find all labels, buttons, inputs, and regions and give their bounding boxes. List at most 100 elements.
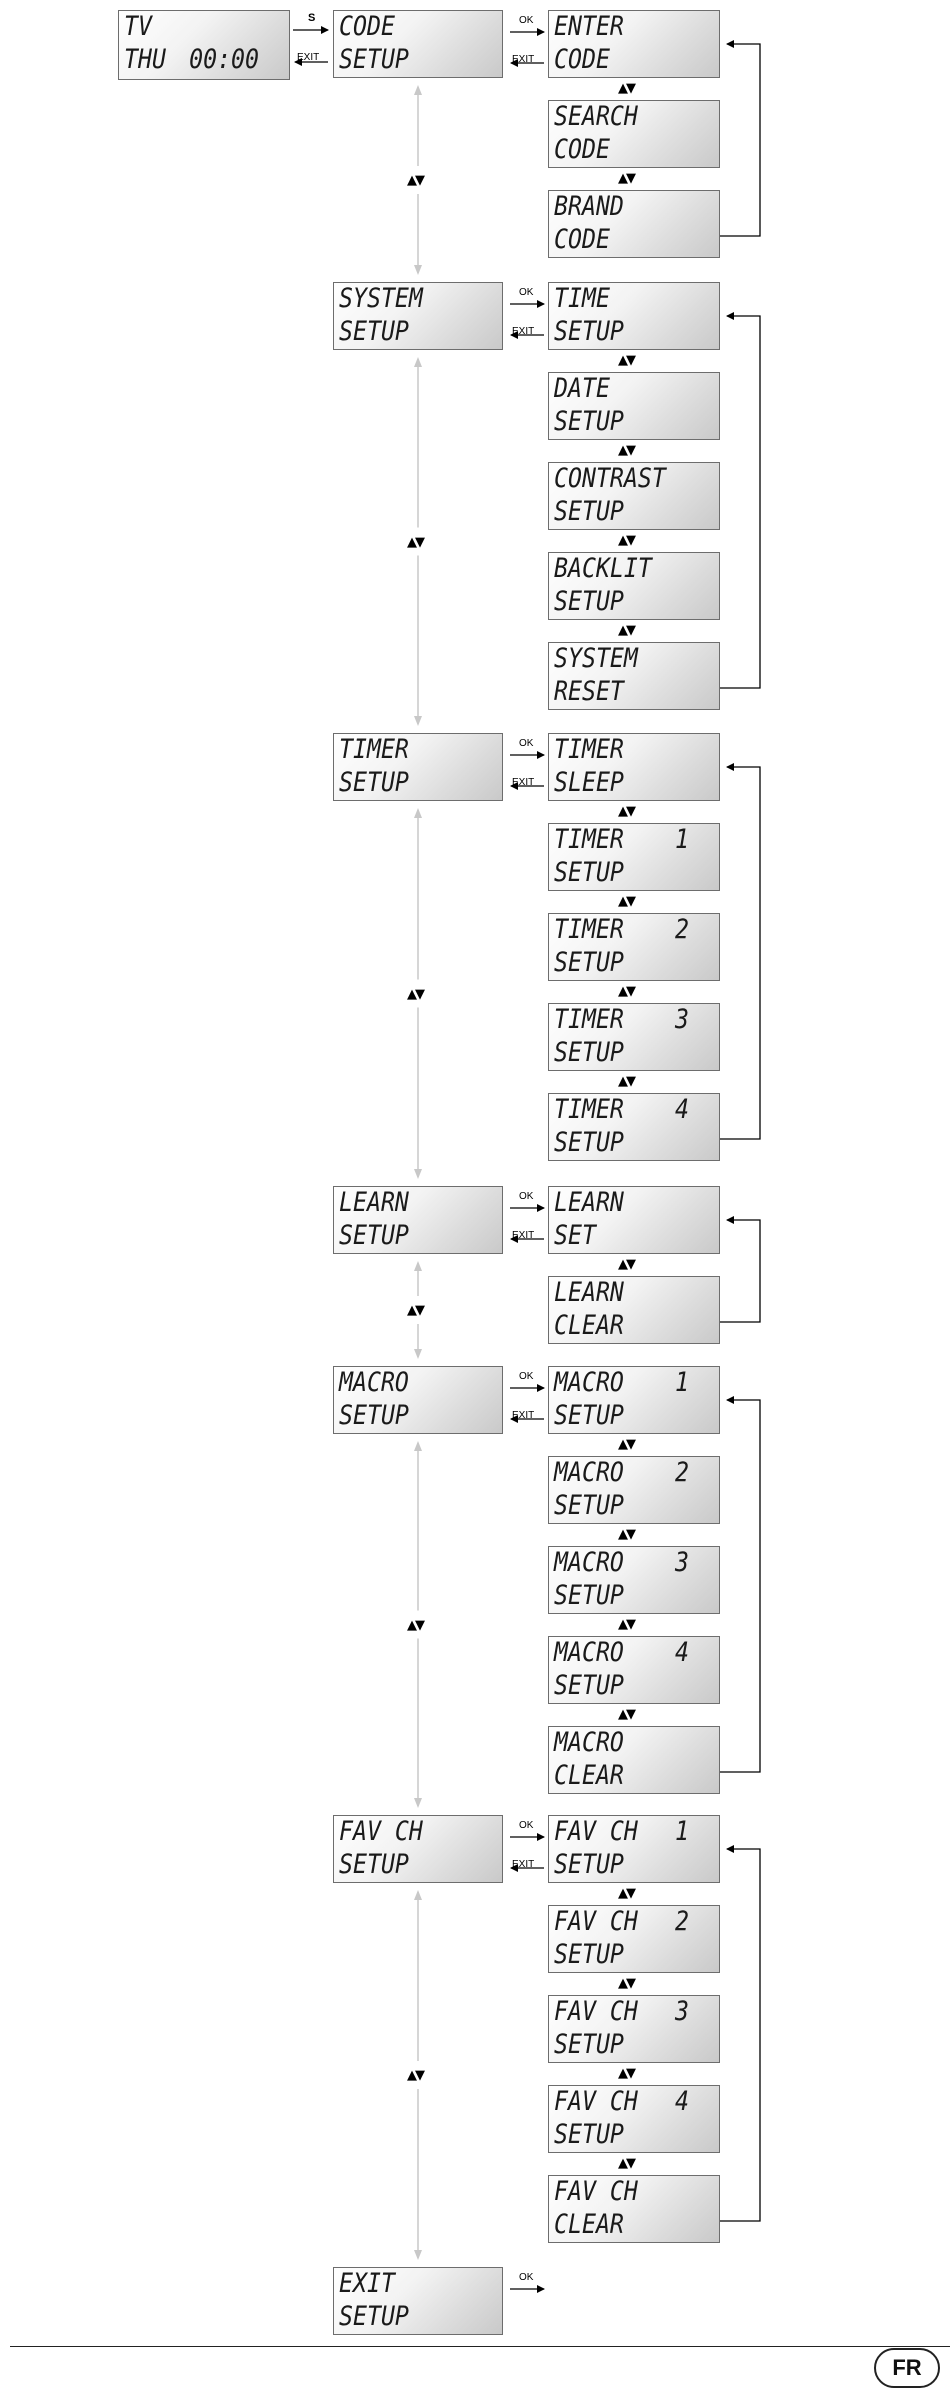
menu-macro-setup-item-4-line2: SETUP [554,1670,624,1701]
menu-macro-setup-item-2-number: 2 [675,1457,690,1488]
menu-macro-setup-item-1-line1: MACRO [554,1367,624,1398]
menu-timer-setup-item-2-line1: TIMER [554,824,624,855]
menu-code-setup-item-1-line1: ENTER [554,11,624,42]
menu-system-setup-item-3-line1: CONTRAST [554,463,666,494]
menu-macro-setup-item-4-line1: MACRO [554,1637,624,1668]
menu-fav-ch-setup-item-4-number: 4 [675,2086,690,2117]
menu-macro-setup-item-2-line2: SETUP [554,1490,624,1521]
menu-fav-ch-setup-item-2-number: 2 [675,1906,690,1937]
menu-timer-setup-item-2-number: 1 [675,824,690,855]
menu-system-setup-item-3-line2: SETUP [554,496,624,527]
menu-macro-setup-item-4-number: 4 [675,1637,690,1668]
menu-fav-ch-setup-item-3-line2: SETUP [554,2029,624,2060]
menu-macro-setup-line1: MACRO [339,1367,409,1398]
menu-timer-setup-item-2-updown-icon: ▲▼ [618,894,636,909]
menu-learn-setup-line2: SETUP [339,1220,409,1251]
menu-system-setup-item-2-line1: DATE [554,373,610,404]
menu-macro-setup-item-4-updown-icon: ▲▼ [618,1707,636,1722]
menu-learn-setup-item-1-line1: LEARN [554,1187,624,1218]
menu-code-setup-ok-label: OK [519,15,534,26]
menu-timer-setup-item-3-updown-icon: ▲▼ [618,984,636,999]
menu-learn-setup-item-2-line1: LEARN [554,1277,624,1308]
menu-timer-setup-item-3-line1: TIMER [554,914,624,945]
menu-macro-setup-ok-label: OK [519,1371,534,1382]
menu-fav-ch-setup-item-2-line2: SETUP [554,1939,624,1970]
home-line1: TV [124,11,152,42]
menu-exit-setup-ok-label: OK [519,2272,534,2283]
menu-fav-ch-setup-item-1-number: 1 [675,1816,690,1847]
menu-fav-ch-setup-loop-connector [720,1845,761,2222]
menu-learn-setup-exit-label: EXIT [512,1230,535,1241]
menu-fav-ch-setup-item-3-updown-icon: ▲▼ [618,2066,636,2081]
menu-timer-setup-item-1-line1: TIMER [554,734,624,765]
menu-system-setup-item-5-line2: RESET [554,676,624,707]
set-key-label: S [308,12,316,24]
menu-code-setup-exit-label: EXIT [512,54,535,65]
menu-timer-setup-item-5-line1: TIMER [554,1094,624,1125]
menu-system-setup-item-3-updown-icon: ▲▼ [618,533,636,548]
menu-timer-setup-item-3-number: 2 [675,914,690,945]
menu-timer-setup-item-2-line2: SETUP [554,857,624,888]
menu-macro-setup-item-3-updown-icon: ▲▼ [618,1617,636,1632]
menu-fav-ch-setup-exit-label: EXIT [512,1859,535,1870]
menu-learn-setup-nav-updown-icon: ▲▼ [407,1303,425,1318]
exit-key-label: EXIT [297,52,320,63]
menu-code-setup-item-3-line1: BRAND [554,191,624,222]
menu-timer-setup-item-3-line2: SETUP [554,947,624,978]
menu-system-setup-line2: SETUP [339,316,409,347]
footer-rule [10,2346,950,2347]
menu-learn-setup-item-1-updown-icon: ▲▼ [618,1257,636,1272]
menu-macro-setup-nav-updown-icon: ▲▼ [407,1617,425,1633]
menu-fav-ch-setup-item-4-line2: SETUP [554,2119,624,2150]
menu-macro-setup-line2: SETUP [339,1400,409,1431]
menu-code-setup-item-2-line1: SEARCH [554,101,638,132]
language-badge: FR [874,2348,940,2388]
menu-fav-ch-setup-item-1-line1: FAV CH [554,1816,638,1847]
menu-learn-setup-line1: LEARN [339,1187,409,1218]
menu-timer-setup-exit-label: EXIT [512,777,535,788]
menu-timer-setup-nav-updown-icon: ▲▼ [407,986,425,1002]
menu-timer-setup-item-4-updown-icon: ▲▼ [618,1074,636,1089]
menu-system-setup-item-4-updown-icon: ▲▼ [618,623,636,638]
menu-timer-setup-item-4-line1: TIMER [554,1004,624,1035]
menu-macro-setup-loop-connector [720,1396,761,1773]
menu-fav-ch-setup-item-1-line2: SETUP [554,1849,624,1880]
menu-fav-ch-setup-item-1-updown-icon: ▲▼ [618,1886,636,1901]
menu-exit-setup-line2: SETUP [339,2301,409,2332]
menu-code-setup-item-2-updown-icon: ▲▼ [618,171,636,186]
menu-system-setup-item-5-line1: SYSTEM [554,643,638,674]
menu-system-setup-line1: SYSTEM [339,283,423,314]
home-clock: 00:00 [189,44,260,75]
menu-macro-setup-item-3-line2: SETUP [554,1580,624,1611]
menu-fav-ch-setup-item-2-line1: FAV CH [554,1906,638,1937]
menu-macro-setup-item-2-line1: MACRO [554,1457,624,1488]
menu-fav-ch-setup-item-3-line1: FAV CH [554,1996,638,2027]
menu-macro-setup-item-1-line2: SETUP [554,1400,624,1431]
menu-fav-ch-setup-line2: SETUP [339,1849,409,1880]
menu-timer-setup-item-4-number: 3 [675,1004,690,1035]
menu-timer-setup-item-5-line2: SETUP [554,1127,624,1158]
menu-timer-setup-item-1-line2: SLEEP [554,767,624,798]
menu-code-setup-line1: CODE [339,11,395,42]
menu-fav-ch-setup-item-2-updown-icon: ▲▼ [618,1976,636,1991]
menu-learn-setup-item-1-line2: SET [554,1220,596,1251]
menu-fav-ch-setup-item-4-line1: FAV CH [554,2086,638,2117]
